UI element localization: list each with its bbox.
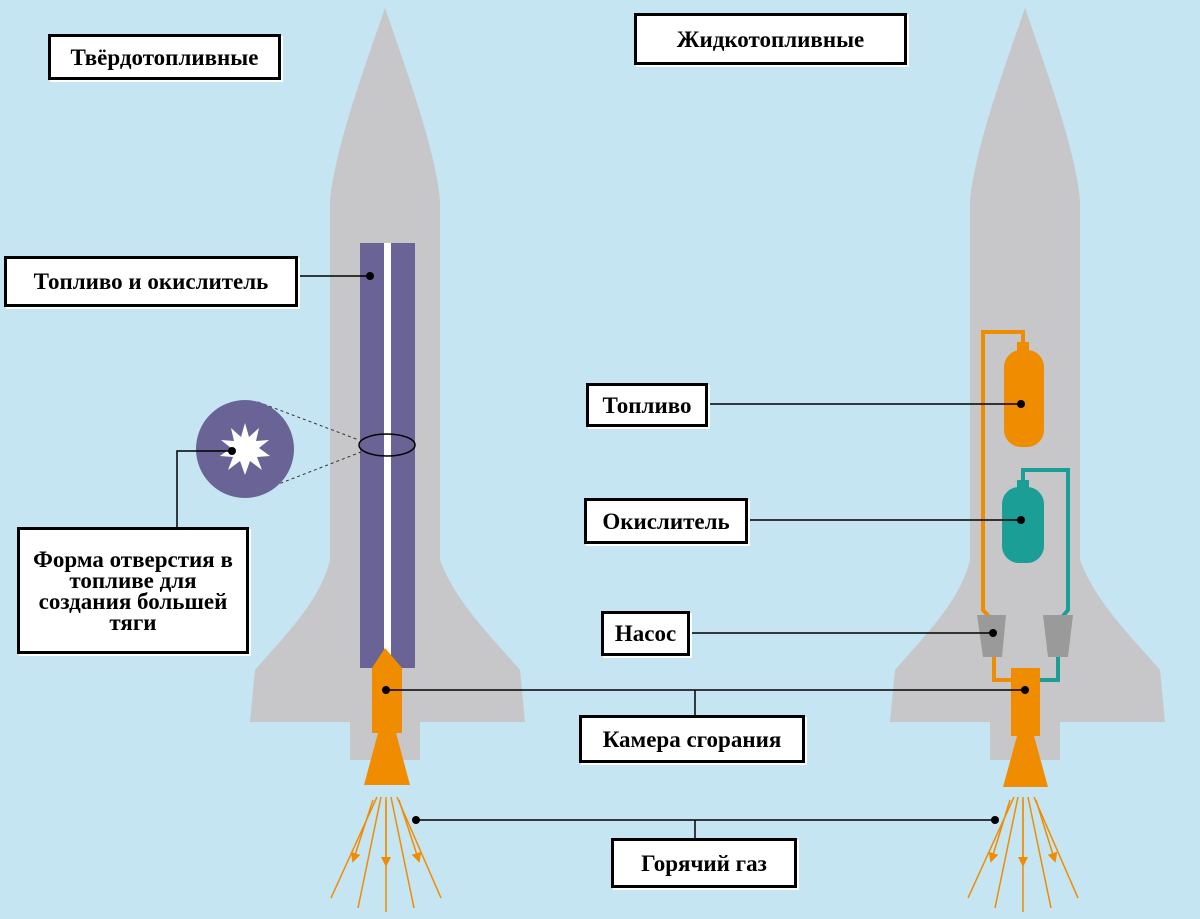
oxidizer-pump	[1043, 615, 1073, 657]
oxidizer-label: Окислитель	[584, 498, 748, 544]
fuel-oxidizer-label: Топливо и окислитель	[4, 256, 298, 307]
solid-rockets-header: Твёрдотопливные	[48, 34, 281, 80]
oxidizer-pipe	[1021, 468, 1070, 682]
liquid-engine	[1003, 668, 1048, 787]
pump-label: Насос	[601, 611, 690, 656]
combustion-chamber-label: Камера сгорания	[579, 715, 805, 763]
oxidizer-tank	[1002, 480, 1044, 563]
fuel-pipe	[981, 330, 1025, 682]
hot-gas-label: Горячий газ	[611, 838, 797, 888]
cross-section-marker	[358, 433, 416, 457]
leader-lines	[176, 275, 1025, 838]
liquid-exhaust-plume	[967, 796, 1079, 912]
solid-nozzle	[364, 733, 410, 785]
solid-rocket	[196, 8, 525, 912]
leader-hole-shape	[176, 450, 232, 527]
solid-exhaust-plume	[330, 796, 442, 912]
fuel-label: Топливо	[586, 383, 708, 427]
liquid-combustion-chamber	[1011, 668, 1040, 736]
star-hole-icon	[220, 423, 270, 475]
hole-shape-label: Форма отверстия в топливе для создания б…	[17, 527, 249, 654]
liquid-rockets-header: Жидкотопливные	[634, 13, 907, 65]
fuel-tank	[1004, 342, 1044, 447]
liquid-nozzle	[1003, 736, 1048, 787]
liquid-rocket	[890, 8, 1165, 912]
leader-dots	[228, 272, 1029, 824]
